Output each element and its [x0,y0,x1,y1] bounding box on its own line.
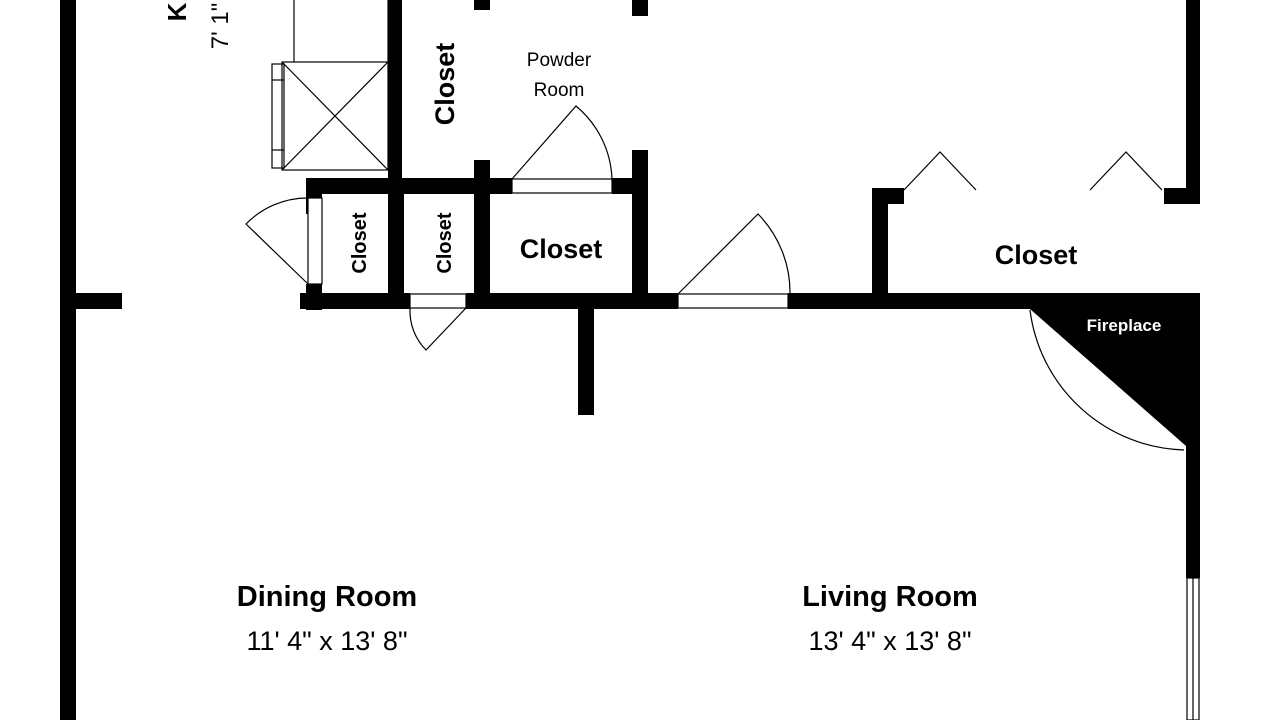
dining-room-label: Dining Room [237,581,417,613]
left-outer-wall [60,0,76,720]
labels: K 7' 1" Closet Powder Room Closet Closet… [162,2,1161,656]
top-wall-stub-left [474,0,490,10]
right-closet-top-right [1164,188,1200,204]
closet-left-door-frame [307,197,323,285]
living-room-door-swing [1029,309,1185,451]
hall-door-frame [677,293,789,309]
doors [245,105,1185,451]
dining-room-dims: 11' 4" x 13' 8" [246,626,407,656]
powder-room-door-swing [511,105,613,180]
right-closet-bifold-right [1089,151,1163,191]
powder-room-label-line1: Powder [527,50,592,71]
top-wall-stub-right [632,0,648,16]
right-closet-label: Closet [995,240,1078,270]
powder-room-label-line2: Room [534,80,585,101]
kitchen-closet-label: Closet [430,43,460,126]
small-closet-a-label: Closet [349,212,371,273]
kitchen-range [271,0,389,171]
fireplace-label: Fireplace [1087,316,1162,335]
kitchen-label: K [162,2,192,21]
closet-left-door-swing [245,197,309,285]
kitchen-dims-label: 7' 1" [207,3,234,49]
closet-bottom-door-swing [409,307,467,351]
main-partition-left [300,293,410,309]
powder-room-bottom-wall-left [306,178,512,194]
living-room-dims: 13' 4" x 13' 8" [808,626,971,656]
living-room-label: Living Room [802,581,978,613]
closet-divider-a [388,178,404,308]
closet-divider-b [474,160,490,308]
walls [60,0,1200,720]
right-closet-bifold-left [903,151,977,191]
partition-stub-down [578,293,594,415]
small-closet-b-label: Closet [434,212,456,273]
right-outer-wall-upper [1186,0,1200,200]
left-wall-stub [60,293,122,309]
hall-door-swing [677,213,791,295]
closet-bottom-door-frame [409,293,467,309]
hall-closet-label: Closet [520,234,603,264]
main-partition-mid [466,293,678,309]
powder-room-door-frame [511,178,613,194]
right-closet-top-left [872,188,904,204]
windows [1186,577,1200,720]
closet-right-wall [632,150,648,308]
fireplace [1030,309,1200,452]
right-closet-left-wall [872,188,888,308]
kitchen-closet-wall [388,0,402,190]
main-partition-right [788,293,1200,309]
